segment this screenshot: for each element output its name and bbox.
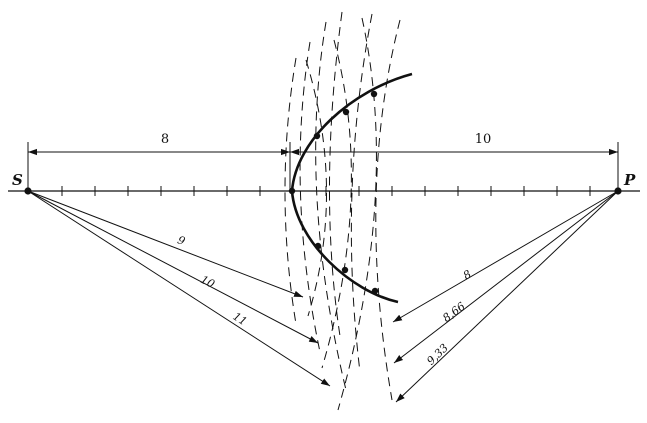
ray-s-9: [27, 190, 304, 298]
curve-point-upper-1: [313, 132, 321, 140]
axis-ticks: [61, 186, 591, 196]
point-p-label: P: [623, 171, 636, 189]
ray-label-s-9: 9: [176, 233, 187, 248]
rays-from-s: [27, 190, 331, 387]
ray-label-p-866: 8,66: [440, 300, 467, 325]
ray-label-s-10: 10: [198, 273, 216, 291]
curve-point-lower-2: [341, 266, 349, 274]
ray-label-s-11: 11: [230, 310, 249, 328]
point-p-marker: [614, 187, 622, 195]
curve-point-lower-3: [371, 287, 379, 295]
ray-label-p-933: 9,33: [424, 341, 451, 367]
dimension-label-left: 8: [161, 132, 169, 147]
curve-point-vertex: [288, 187, 296, 195]
curve-point-upper-2: [342, 108, 350, 116]
rays-from-p: [392, 190, 619, 403]
ray-s-11: [27, 190, 331, 387]
point-s-marker: [24, 187, 32, 195]
curve-point-upper-3: [370, 90, 378, 98]
dimension-label-right: 10: [475, 132, 492, 147]
ray-label-p-8: 8: [461, 268, 474, 283]
ray-s-10: [27, 190, 319, 344]
ray-p-933: [395, 190, 619, 403]
extension-lines: [27, 142, 619, 191]
ray-p-866: [393, 190, 619, 364]
ray-p-8: [392, 190, 619, 323]
construction-arcs: [284, 11, 401, 411]
curve-points: [288, 90, 379, 295]
point-s-label: S: [12, 171, 23, 189]
curve-point-lower-1: [314, 242, 322, 250]
